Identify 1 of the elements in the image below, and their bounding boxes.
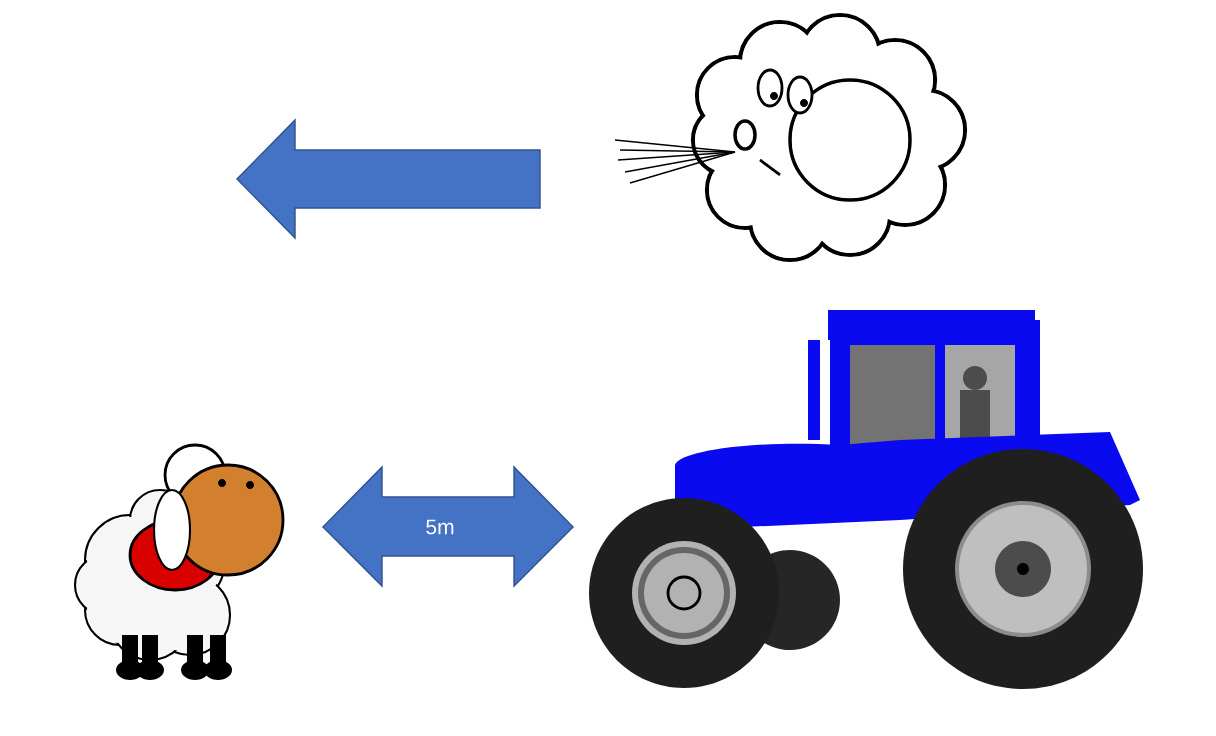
dimension-label: 5m xyxy=(426,519,454,535)
